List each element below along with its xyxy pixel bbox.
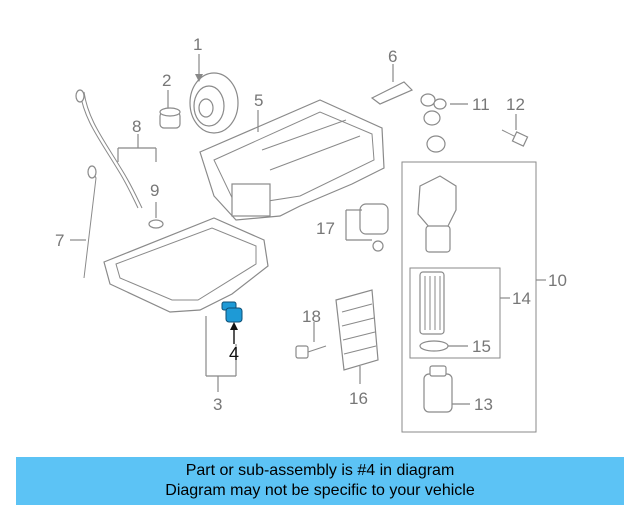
callout-5: 5 [254,91,263,110]
part-4-drain-plug [221,301,243,376]
callout-12: 12 [506,95,525,114]
callout-15: 15 [472,337,491,356]
banner-line-2: Diagram may not be specific to your vehi… [165,482,475,499]
callout-8: 8 [132,117,141,136]
part-10-oil-filter-assembly [401,161,546,433]
callout-17: 17 [316,219,335,238]
part-2-plug [159,90,181,129]
callout-1: 1 [193,35,202,54]
banner-line-1: Part or sub-assembly is #4 in diagram [185,462,455,479]
callout-10: 10 [548,271,567,290]
callout-16: 16 [349,389,368,408]
callout-11: 11 [472,95,490,114]
callout-6: 6 [388,47,397,66]
part-16-oil-cooler [335,289,379,384]
part-5-upper-oil-pan [199,99,385,221]
part-8-dipstick-tube [75,89,157,209]
callout-18: 18 [302,307,321,326]
callout-13: 13 [474,395,493,414]
part-1-pulley [189,54,239,134]
callout-4: 4 [229,344,239,364]
part-3-lower-oil-pan [103,217,269,392]
part-11-seals [420,93,468,153]
part-18-bolt [295,322,327,359]
part-6-sealant [370,64,414,105]
callout-2: 2 [162,71,171,90]
callout-14: 14 [512,289,531,308]
callout-7: 7 [55,231,64,250]
info-banner: Part or sub-assembly is #4 in diagram Di… [16,457,624,505]
part-17-housing [345,203,389,252]
part-9-o-ring [148,202,164,229]
callout-9: 9 [150,181,159,200]
callout-3: 3 [213,395,222,414]
part-12-bolt [501,114,529,147]
part-7-dipstick [70,165,97,279]
